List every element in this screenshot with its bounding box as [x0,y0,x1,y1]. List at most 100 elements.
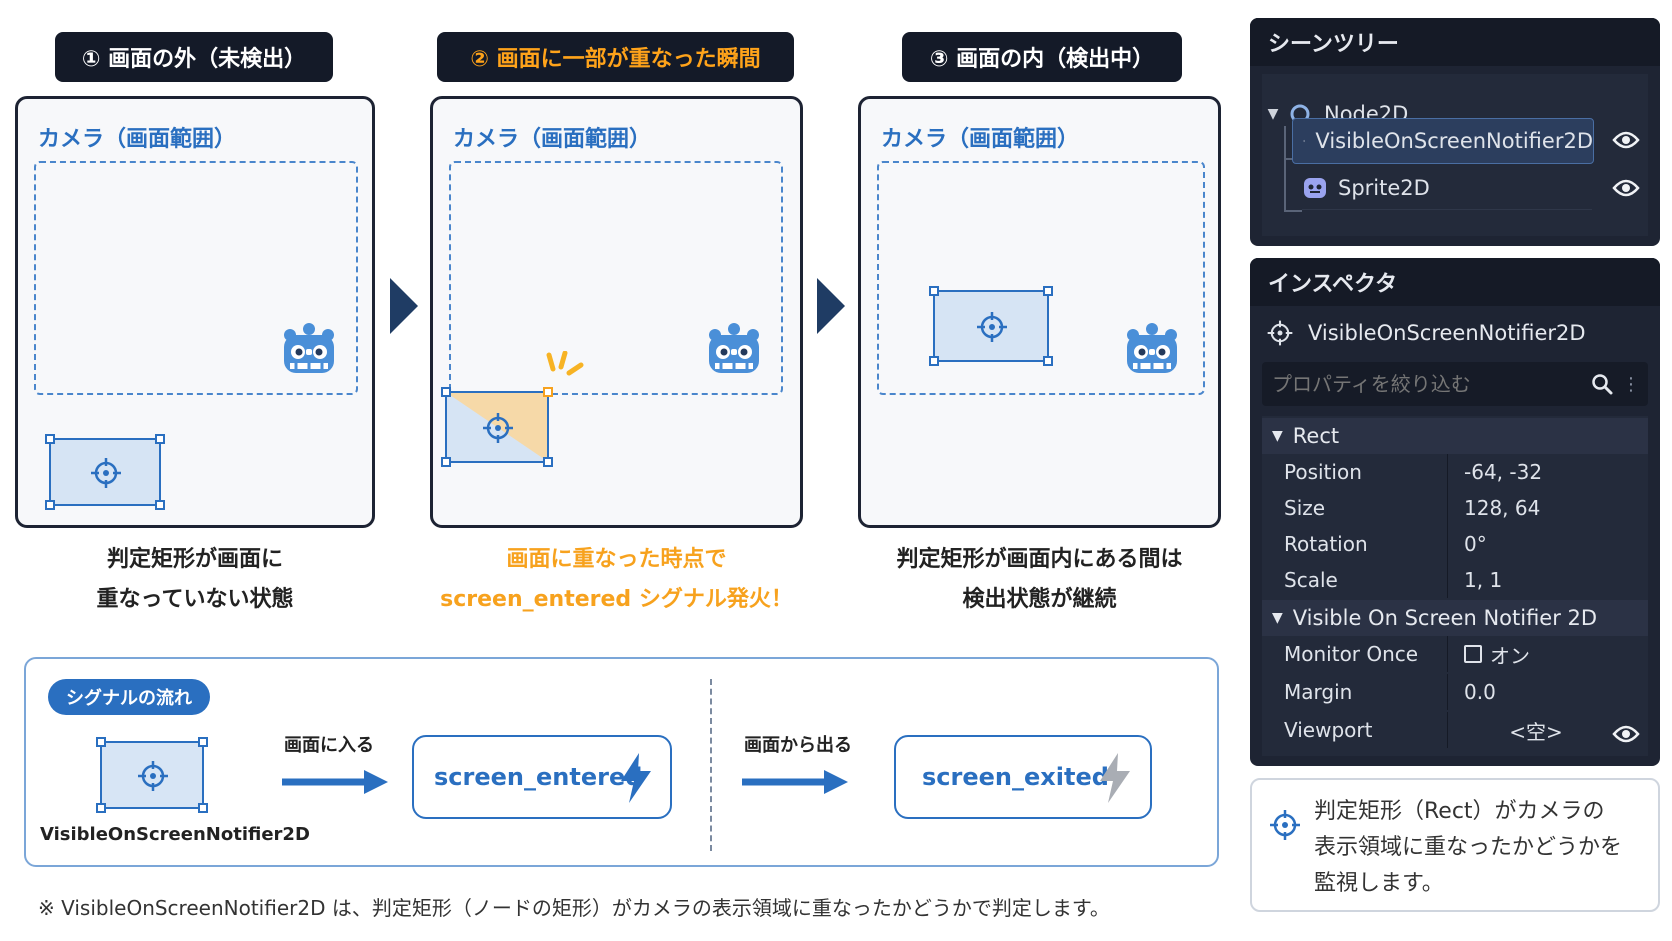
checkbox-label: オン [1490,643,1530,668]
tip-line: 監視します。 [1314,871,1444,896]
godot-icon [284,323,334,373]
notifier-rect [929,286,1053,366]
screen-entered-signal: screen_entered [412,735,672,819]
node-label: VisibleOnScreenNotifier2D [40,824,310,845]
property-list [1262,416,1648,756]
tree-row-sprite[interactable]: Sprite2D [1302,166,1592,210]
prop-margin[interactable]: Margin 0.0 [1262,674,1648,710]
arrow-right-icon [282,770,388,794]
info-tip: 判定矩形（Rect）がカメラの 表示領域に重なったかどうかを 監視します。 [1250,778,1660,912]
crosshair-icon [91,458,121,488]
prop-value[interactable]: <空> [1447,712,1648,748]
visibility-eye-icon[interactable] [1612,178,1640,198]
stage1-caption: 判定矩形が画面に 重なっていない状態 [15,540,375,620]
scene-tree-dock: シーンツリー ▼ Node2D VisibleOnScreenNotifier2… [1250,18,1660,246]
stage3-caption: 判定矩形が画面内にある間は 検出状態が継続 [858,540,1221,620]
crosshair-icon [483,413,513,443]
prop-key: Position [1284,460,1362,484]
prop-monitor-once[interactable]: Monitor Once オン [1262,636,1648,672]
prop-size[interactable]: Size 128, 64 [1262,490,1648,526]
scene-tree-title: シーンツリー [1250,18,1660,66]
visibility-eye-icon[interactable] [1612,130,1640,150]
prop-value[interactable]: 1, 1 [1447,562,1648,598]
divider [710,679,712,851]
crosshair-icon [977,312,1007,342]
prop-value[interactable]: 0° [1447,526,1648,562]
prop-value[interactable]: オン [1447,636,1648,672]
caption-line: 画面に重なった時点で [506,547,727,572]
prop-viewport[interactable]: Viewport <空> [1262,712,1648,748]
signal-name: screen_exited [922,763,1109,791]
chevron-down-icon[interactable]: ▼ [1267,106,1279,122]
section-rect[interactable]: ▼ Rect [1262,418,1648,454]
rect-handle [929,286,939,296]
godot-icon [1127,323,1177,373]
property-filter[interactable]: ⋮ [1262,362,1648,406]
rect-handle [96,803,106,813]
inspector-node-header: VisibleOnScreenNotifier2D [1250,308,1660,358]
stage2-header: ② 画面に一部が重なった瞬間 [437,32,794,82]
prop-key: Rotation [1284,532,1368,556]
rect-handle [198,803,208,813]
rect-handle [1043,286,1053,296]
camera-label: カメラ（画面範囲） [453,127,652,152]
notifier-rect [441,387,553,467]
section-notifier[interactable]: ▼ Visible On Screen Notifier 2D [1262,600,1648,636]
stage2-panel: カメラ（画面範囲） [430,96,803,528]
rect-handle [1043,356,1053,366]
signal-name: screen_entered [434,763,643,791]
chevron-down-icon[interactable]: ▼ [1272,428,1283,444]
crosshair-icon [138,761,168,791]
caption-line: 検出状態が継続 [962,587,1117,612]
caption-line: screen_entered シグナル発火！ [440,587,793,612]
prop-rotation[interactable]: Rotation 0° [1262,526,1648,562]
inspector-node-name: VisibleOnScreenNotifier2D [1308,321,1586,345]
tree-guide [1284,126,1286,212]
rect-handle [155,434,165,444]
section-name: Rect [1292,424,1340,448]
stage2-caption: 画面に重なった時点で screen_entered シグナル発火！ [410,540,823,620]
rect-handle [929,356,939,366]
prop-position[interactable]: Position -64, -32 [1262,454,1648,490]
stage1-panel: カメラ（画面範囲） [15,96,375,528]
stage1-header: ① 画面の外（未検出） [55,32,333,82]
lightning-icon [621,753,651,803]
lightning-icon [1100,753,1130,803]
prop-key: Scale [1284,568,1338,592]
visibility-eye-icon[interactable] [1612,724,1640,744]
rect-handle [45,434,55,444]
screen-exited-signal: screen_exited [894,735,1152,819]
section-name: Visible On Screen Notifier 2D [1292,606,1598,630]
camera-rect [449,161,783,395]
checkbox[interactable] [1464,645,1482,663]
node-name: VisibleOnScreenNotifier2D [1315,129,1593,153]
rect-handle [155,500,165,510]
property-filter-input[interactable] [1262,372,1590,396]
caption-line: 重なっていない状態 [96,587,294,612]
prop-value[interactable]: 0.0 [1447,674,1648,710]
stage3-header: ③ 画面の内（検出中） [902,32,1182,82]
camera-rect [34,161,358,395]
chevron-down-icon[interactable]: ▼ [1272,610,1283,626]
rect-handle [45,500,55,510]
crosshair-icon [1303,139,1306,143]
prop-scale[interactable]: Scale 1, 1 [1262,562,1648,598]
tip-line: 表示領域に重なったかどうかを [1314,835,1623,860]
tree-row-notifier[interactable]: VisibleOnScreenNotifier2D [1292,118,1594,164]
search-icon[interactable] [1590,372,1614,396]
prop-value[interactable]: 128, 64 [1447,490,1648,526]
prop-value[interactable]: -64, -32 [1447,454,1648,490]
sprite-icon [1304,177,1326,198]
rect-handle [441,457,451,467]
caption-line: 判定矩形が画面内にある間は [896,547,1183,572]
spark-icon [546,351,584,376]
prop-key: Viewport [1284,718,1373,742]
footnote: ※ VisibleOnScreenNotifier2D は、判定矩形（ノードの矩… [38,896,1110,920]
stage3-panel: カメラ（画面範囲） [858,96,1221,528]
more-options-icon[interactable]: ⋮ [1622,373,1640,395]
exit-label: 画面から出る [744,735,852,756]
tip-text: 判定矩形（Rect）がカメラの 表示領域に重なったかどうかを 監視します。 [1314,794,1622,902]
notifier-rect [45,434,165,510]
crosshair-icon [1270,810,1300,840]
camera-rect [877,161,1205,395]
